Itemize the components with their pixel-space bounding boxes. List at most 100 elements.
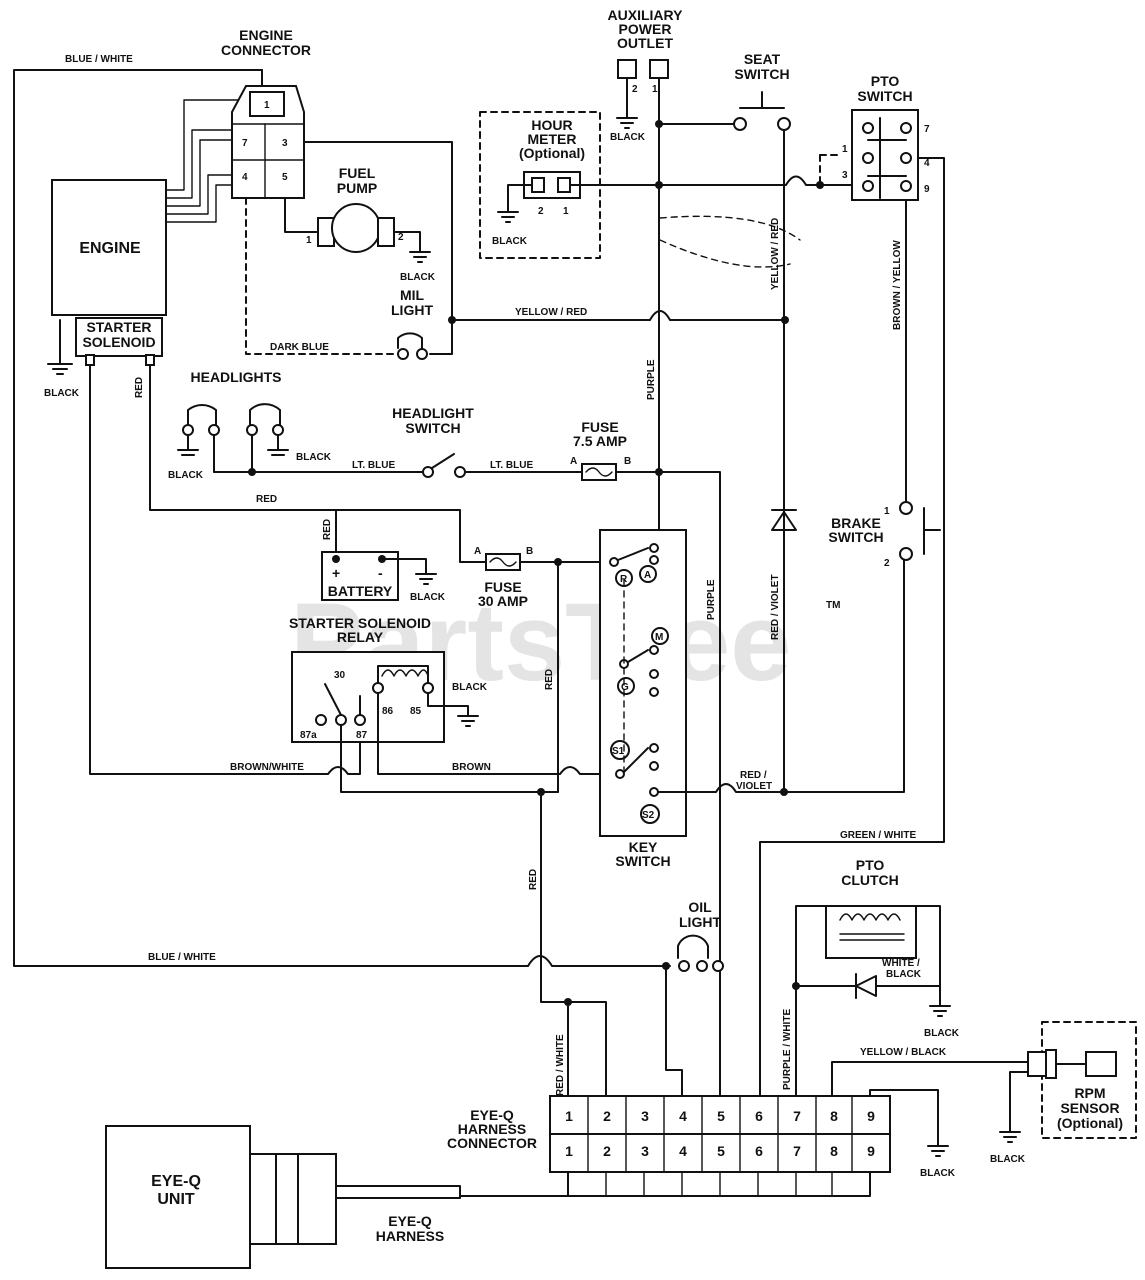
svg-text:B: B — [624, 456, 631, 467]
wire-label-red-fuse: RED — [544, 669, 555, 690]
wire-label-blue-white-top: BLUE / WHITE — [65, 54, 133, 65]
connector-pin-7: 7 — [793, 1143, 801, 1159]
svg-text:2: 2 — [538, 206, 544, 217]
connector-pin-3: 3 — [641, 1108, 649, 1124]
svg-text:87a: 87a — [300, 730, 317, 741]
svg-text:+: + — [332, 565, 340, 581]
wire-label-red-lower: RED — [528, 869, 539, 890]
connector-pin-8: 8 — [830, 1108, 838, 1124]
wire-label-red-horizontal: RED — [256, 494, 277, 505]
svg-text:3: 3 — [842, 170, 848, 181]
wire-label-red-solenoid: RED — [134, 377, 145, 398]
wire-label-yellow-black: YELLOW / BLACK — [860, 1047, 947, 1058]
wire-label-purple-white: PURPLE / WHITE — [782, 1009, 793, 1090]
wire-label-black-headlight-left: BLACK — [168, 470, 204, 481]
wire-label-yellow-red-vertical: YELLOW / RED — [770, 218, 781, 290]
svg-text:1: 1 — [306, 235, 312, 246]
svg-text:4: 4 — [242, 172, 248, 183]
wire-label-red-white: RED / WHITE — [555, 1034, 566, 1096]
wire-label-black-rpm: BLACK — [990, 1154, 1026, 1165]
svg-text:B: B — [526, 546, 533, 557]
svg-text:S1: S1 — [612, 746, 625, 757]
trademark: TM — [826, 600, 840, 611]
battery-label: BATTERY — [328, 583, 393, 599]
svg-text:1: 1 — [884, 506, 890, 517]
svg-text:G: G — [621, 682, 629, 693]
connector-pin-4: 4 — [679, 1108, 687, 1124]
wire-label-purple-main: PURPLE — [646, 359, 657, 400]
wire-label-red-violet-horizontal: RED /VIOLET — [736, 770, 772, 792]
svg-text:2: 2 — [884, 558, 890, 569]
svg-text:30: 30 — [334, 670, 346, 681]
connector-pin-4: 4 — [679, 1143, 687, 1159]
wire-label-black-clutch: BLACK — [924, 1028, 960, 1039]
wire-label-red-battery: RED — [322, 519, 333, 540]
connector-pin-2: 2 — [603, 1143, 611, 1159]
svg-text:7: 7 — [242, 138, 248, 149]
wire-label-black-pin9: BLACK — [920, 1168, 956, 1179]
connector-pin-1: 1 — [565, 1143, 573, 1159]
svg-text:1: 1 — [264, 100, 270, 111]
svg-text:9: 9 — [924, 184, 930, 195]
svg-text:1: 1 — [842, 144, 848, 155]
svg-text:1: 1 — [652, 84, 658, 95]
svg-text:S2: S2 — [642, 810, 655, 821]
wire-label-black-engine: BLACK — [44, 388, 80, 399]
svg-text:-: - — [378, 565, 383, 581]
svg-text:87: 87 — [356, 730, 368, 741]
wire-label-brown-yellow: BROWN / YELLOW — [892, 240, 903, 330]
engine-label: ENGINE — [79, 240, 141, 257]
connector-pin-8: 8 — [830, 1143, 838, 1159]
engine: ENGINE — [51, 179, 167, 316]
svg-text:A: A — [570, 456, 577, 467]
svg-text:5: 5 — [282, 172, 288, 183]
connector-pin-6: 6 — [755, 1108, 763, 1124]
wire-label-dark-blue: DARK BLUE — [270, 342, 329, 353]
wire-label-red-violet-vertical: RED / VIOLET — [770, 574, 781, 640]
wire-label-brown-white: BROWN/WHITE — [230, 762, 304, 773]
connector-pin-9: 9 — [867, 1108, 875, 1124]
wire-label-yellow-red-horizontal: YELLOW / RED — [515, 307, 587, 318]
headlights-label: HEADLIGHTS — [191, 369, 282, 385]
wire-label-white-black: WHITE /BLACK — [882, 958, 922, 980]
svg-text:3: 3 — [282, 138, 288, 149]
svg-text:A: A — [474, 546, 481, 557]
connector-pin-6: 6 — [755, 1143, 763, 1159]
wire-label-black-aux: BLACK — [610, 132, 646, 143]
svg-text:4: 4 — [924, 158, 930, 169]
connector-pin-2: 2 — [603, 1108, 611, 1124]
wire-label-purple-secondary: PURPLE — [706, 579, 717, 620]
connector-pin-3: 3 — [641, 1143, 649, 1159]
wire-label-brown: BROWN — [452, 762, 491, 773]
connector-pin-9: 9 — [867, 1143, 875, 1159]
